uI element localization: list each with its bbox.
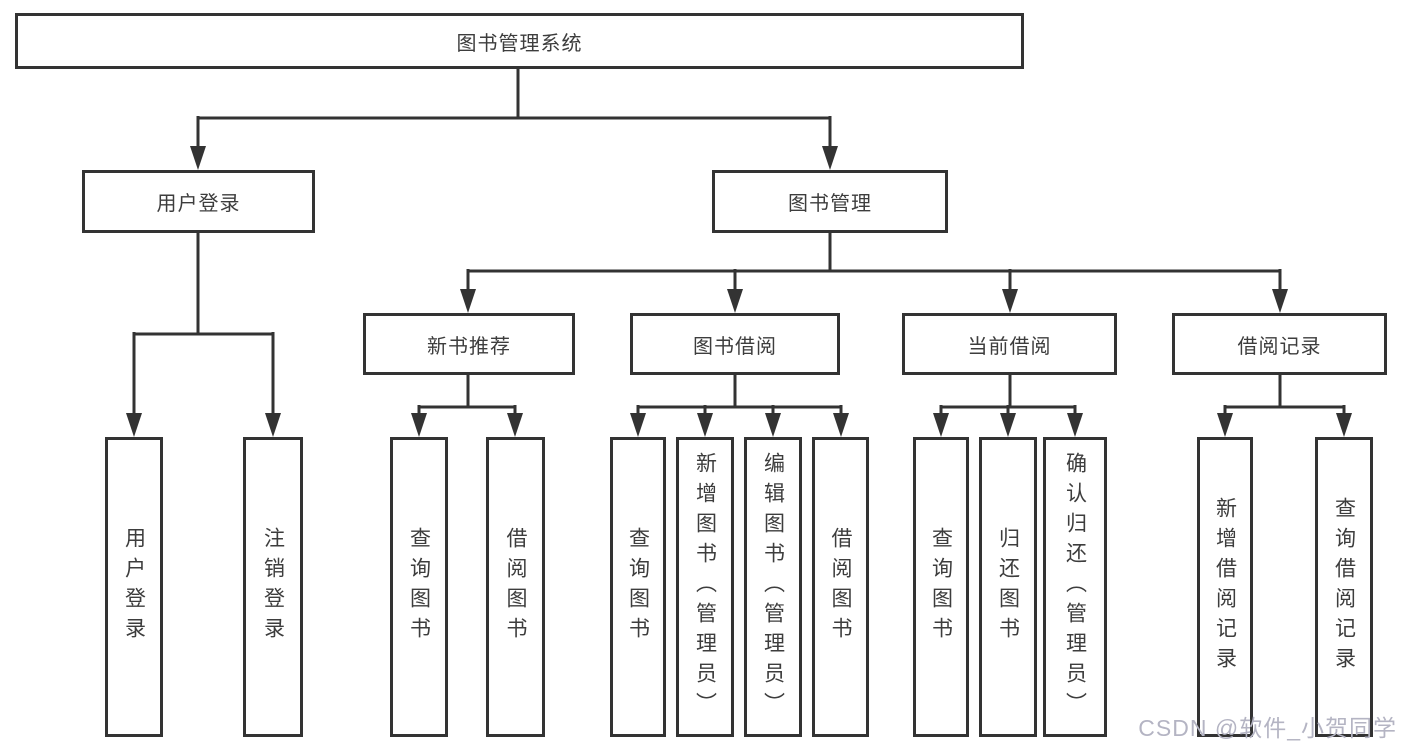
leaf-logout-login: 注销登录 — [243, 437, 303, 737]
node-new-book-recommendation-label: 新书推荐 — [427, 335, 511, 358]
arrowheads — [126, 146, 1352, 437]
connector-lines — [132, 69, 1346, 416]
leaf-confirm-return-admin-label: 确认归还（管理员） — [1063, 452, 1087, 722]
node-book-management-label: 图书管理 — [788, 193, 872, 215]
leaf-query-books-2-label: 查询图书 — [626, 527, 650, 647]
arrow-down-icon — [507, 413, 523, 437]
leaf-add-books-admin: 新增图书（管理员） — [676, 437, 734, 737]
arrow-down-icon — [411, 413, 427, 437]
node-borrowing-records: 借阅记录 — [1172, 313, 1387, 375]
node-new-book-recommendation: 新书推荐 — [363, 313, 575, 375]
leaf-return-books-label: 归还图书 — [996, 527, 1020, 647]
arrow-down-icon — [933, 413, 949, 437]
leaf-query-books-2: 查询图书 — [610, 437, 666, 737]
leaf-user-login: 用户登录 — [105, 437, 163, 737]
arrow-down-icon — [697, 413, 713, 437]
node-current-borrowing: 当前借阅 — [902, 313, 1117, 375]
arrow-down-icon — [1000, 413, 1016, 437]
leaf-query-books-1: 查询图书 — [390, 437, 448, 737]
leaf-query-borrow-record: 查询借阅记录 — [1315, 437, 1373, 737]
node-current-borrowing-label: 当前借阅 — [967, 335, 1052, 358]
leaf-edit-books-admin: 编辑图书（管理员） — [744, 437, 802, 737]
leaf-add-books-admin-label: 新增图书（管理员） — [693, 452, 717, 722]
leaf-edit-books-admin-label: 编辑图书（管理员） — [761, 452, 785, 722]
arrow-down-icon — [1067, 413, 1083, 437]
arrow-down-icon — [1336, 413, 1352, 437]
watermark: CSDN @软件_小贺同学 — [1138, 715, 1397, 741]
leaf-borrow-books-1: 借阅图书 — [486, 437, 545, 737]
leaf-add-borrow-record-label: 新增借阅记录 — [1213, 497, 1237, 677]
node-user-login: 用户登录 — [82, 170, 315, 233]
arrow-down-icon — [1002, 289, 1018, 313]
leaf-user-login-label: 用户登录 — [122, 527, 146, 647]
leaf-query-books-3-label: 查询图书 — [929, 527, 953, 647]
node-borrowing-records-label: 借阅记录 — [1237, 335, 1322, 358]
node-library-management-system-label: 图书管理系统 — [456, 32, 583, 55]
arrow-down-icon — [765, 413, 781, 437]
arrow-down-icon — [727, 289, 743, 313]
arrow-down-icon — [630, 413, 646, 437]
node-user-login-label: 用户登录 — [156, 193, 241, 215]
node-book-borrowing: 图书借阅 — [630, 313, 840, 375]
node-book-borrowing-label: 图书借阅 — [693, 335, 777, 358]
arrow-down-icon — [265, 413, 281, 437]
arrow-down-icon — [190, 146, 206, 170]
leaf-query-books-1-label: 查询图书 — [407, 527, 431, 647]
arrow-down-icon — [1272, 289, 1288, 313]
leaf-borrow-books-2-label: 借阅图书 — [829, 527, 852, 647]
arrow-down-icon — [822, 146, 838, 170]
leaf-logout-login-label: 注销登录 — [261, 527, 285, 647]
leaf-borrow-books-1-label: 借阅图书 — [504, 527, 527, 647]
node-library-management-system: 图书管理系统 — [15, 13, 1024, 69]
leaf-confirm-return-admin: 确认归还（管理员） — [1043, 437, 1107, 737]
leaf-query-books-3: 查询图书 — [913, 437, 969, 737]
arrow-down-icon — [460, 289, 476, 313]
arrow-down-icon — [126, 413, 142, 437]
leaf-borrow-books-2: 借阅图书 — [812, 437, 869, 737]
node-book-management: 图书管理 — [712, 170, 948, 233]
arrow-down-icon — [833, 413, 849, 437]
arrow-down-icon — [1217, 413, 1233, 437]
leaf-query-borrow-record-label: 查询借阅记录 — [1332, 497, 1356, 677]
leaf-add-borrow-record: 新增借阅记录 — [1197, 437, 1253, 737]
leaf-return-books: 归还图书 — [979, 437, 1037, 737]
